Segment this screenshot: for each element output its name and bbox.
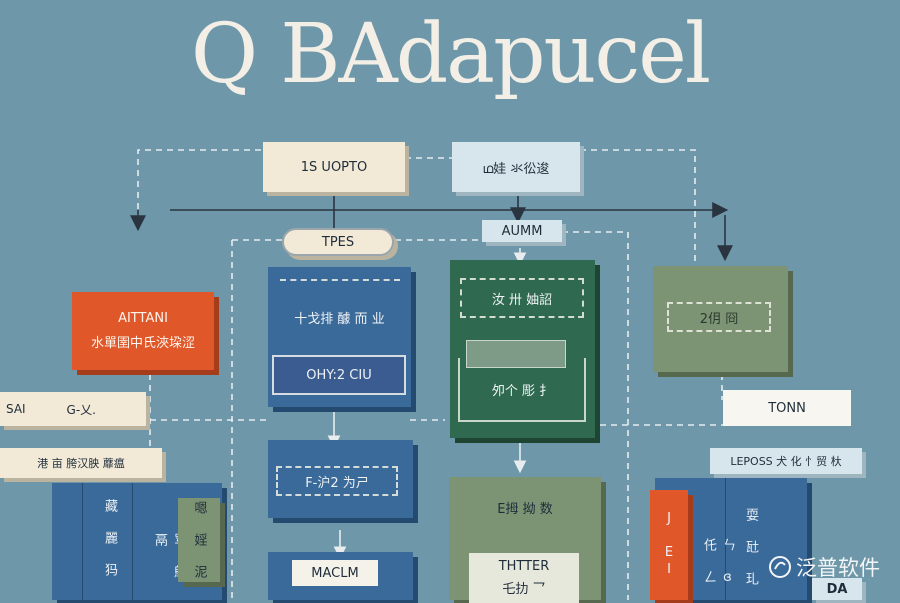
green-top-box[interactable]: 汝 卅 妯詔 (460, 278, 584, 318)
blue-main-label: 十戈排 醵 而 业 (294, 311, 385, 327)
node-da[interactable]: DA (812, 578, 862, 600)
node-green[interactable]: 汝 卅 妯詔 夘个 彫 扌 (450, 260, 595, 438)
node-blue-f[interactable]: F-沪2 为ㄕ (268, 440, 413, 518)
solid-arrows (130, 195, 733, 262)
left-bar-1[interactable]: SAI G-乂. (0, 392, 146, 426)
watermark-logo: 泛普软件 (768, 552, 880, 582)
sage-right-label[interactable]: 2仴 冏 (667, 302, 771, 332)
left-bar1-b: G-乂. (66, 402, 96, 417)
green-bottom-box[interactable]: 夘个 彫 扌 (458, 358, 586, 422)
node-blue-main[interactable]: 十戈排 醵 而 业 OHY:2 CIU (268, 267, 411, 407)
right-orange-bar[interactable]: J EI (650, 490, 688, 600)
dash-line (280, 279, 400, 281)
orange-en-label: AITTANI (118, 311, 168, 326)
node-top-right[interactable]: ഥ娃 氺彸逡 (452, 142, 580, 192)
stack-left-text-1: 藏 麗 犸 (102, 499, 117, 578)
logo-icon (769, 556, 791, 578)
node-sage-right[interactable]: 2仴 冏 (653, 266, 788, 372)
sage-bottom-label: THTTER (498, 559, 550, 574)
stack-right-text-2: 耍 瓧 玌 (743, 508, 758, 587)
dashed-frame-lines (137, 149, 725, 600)
stack-divider (725, 478, 726, 600)
node-sage-bottom[interactable]: E拇 拗 数 THTTER 乇扐 乛 (449, 477, 601, 603)
green-mid-bar (466, 340, 566, 368)
orange-right-text: J EI (661, 511, 677, 579)
node-top-left[interactable]: 1S UOPTO (263, 142, 405, 192)
orange-cn-label: 水單圉中氏浹垜涩 (90, 336, 195, 351)
node-tonn[interactable]: TONN (723, 390, 851, 426)
stack-divider (82, 483, 83, 600)
node-types[interactable]: TPES (282, 228, 394, 256)
node-lepos[interactable]: LEPOSS 犬 化 忄贸 杕 (710, 448, 862, 474)
sage-bottom-card[interactable]: THTTER 乇扐 乛 (469, 553, 579, 603)
node-orange[interactable]: AITTANI 水單圉中氏浹垜涩 (72, 292, 214, 370)
sage-bottom-title: E拇 拗 数 (497, 501, 553, 517)
stack-divider (132, 483, 133, 600)
blue-sub-box[interactable]: OHY:2 CIU (272, 355, 406, 395)
left-bar-2[interactable]: 港 亩 胯汉胦 蘼瘟 (0, 448, 162, 478)
blue-f-label[interactable]: F-沪2 为ㄕ (276, 466, 398, 496)
stack-right-text-1: ㄣ ɞ仛 ㄥ (701, 538, 735, 587)
left-stack-sage[interactable]: 嗯 婬 泥 (178, 498, 220, 582)
watermark-text: 泛普软件 (796, 556, 880, 580)
left-bar1-a: SAI (6, 402, 26, 416)
maclm-button[interactable]: MACLM (292, 560, 378, 586)
stack-left-text-3: 嗯 婬 泥 (191, 500, 207, 580)
diagram-title: Q BAdapucel (190, 7, 711, 102)
sage-bottom-extra: 乇扐 乛 (502, 582, 546, 597)
node-aumm[interactable]: AUMM (482, 220, 562, 242)
